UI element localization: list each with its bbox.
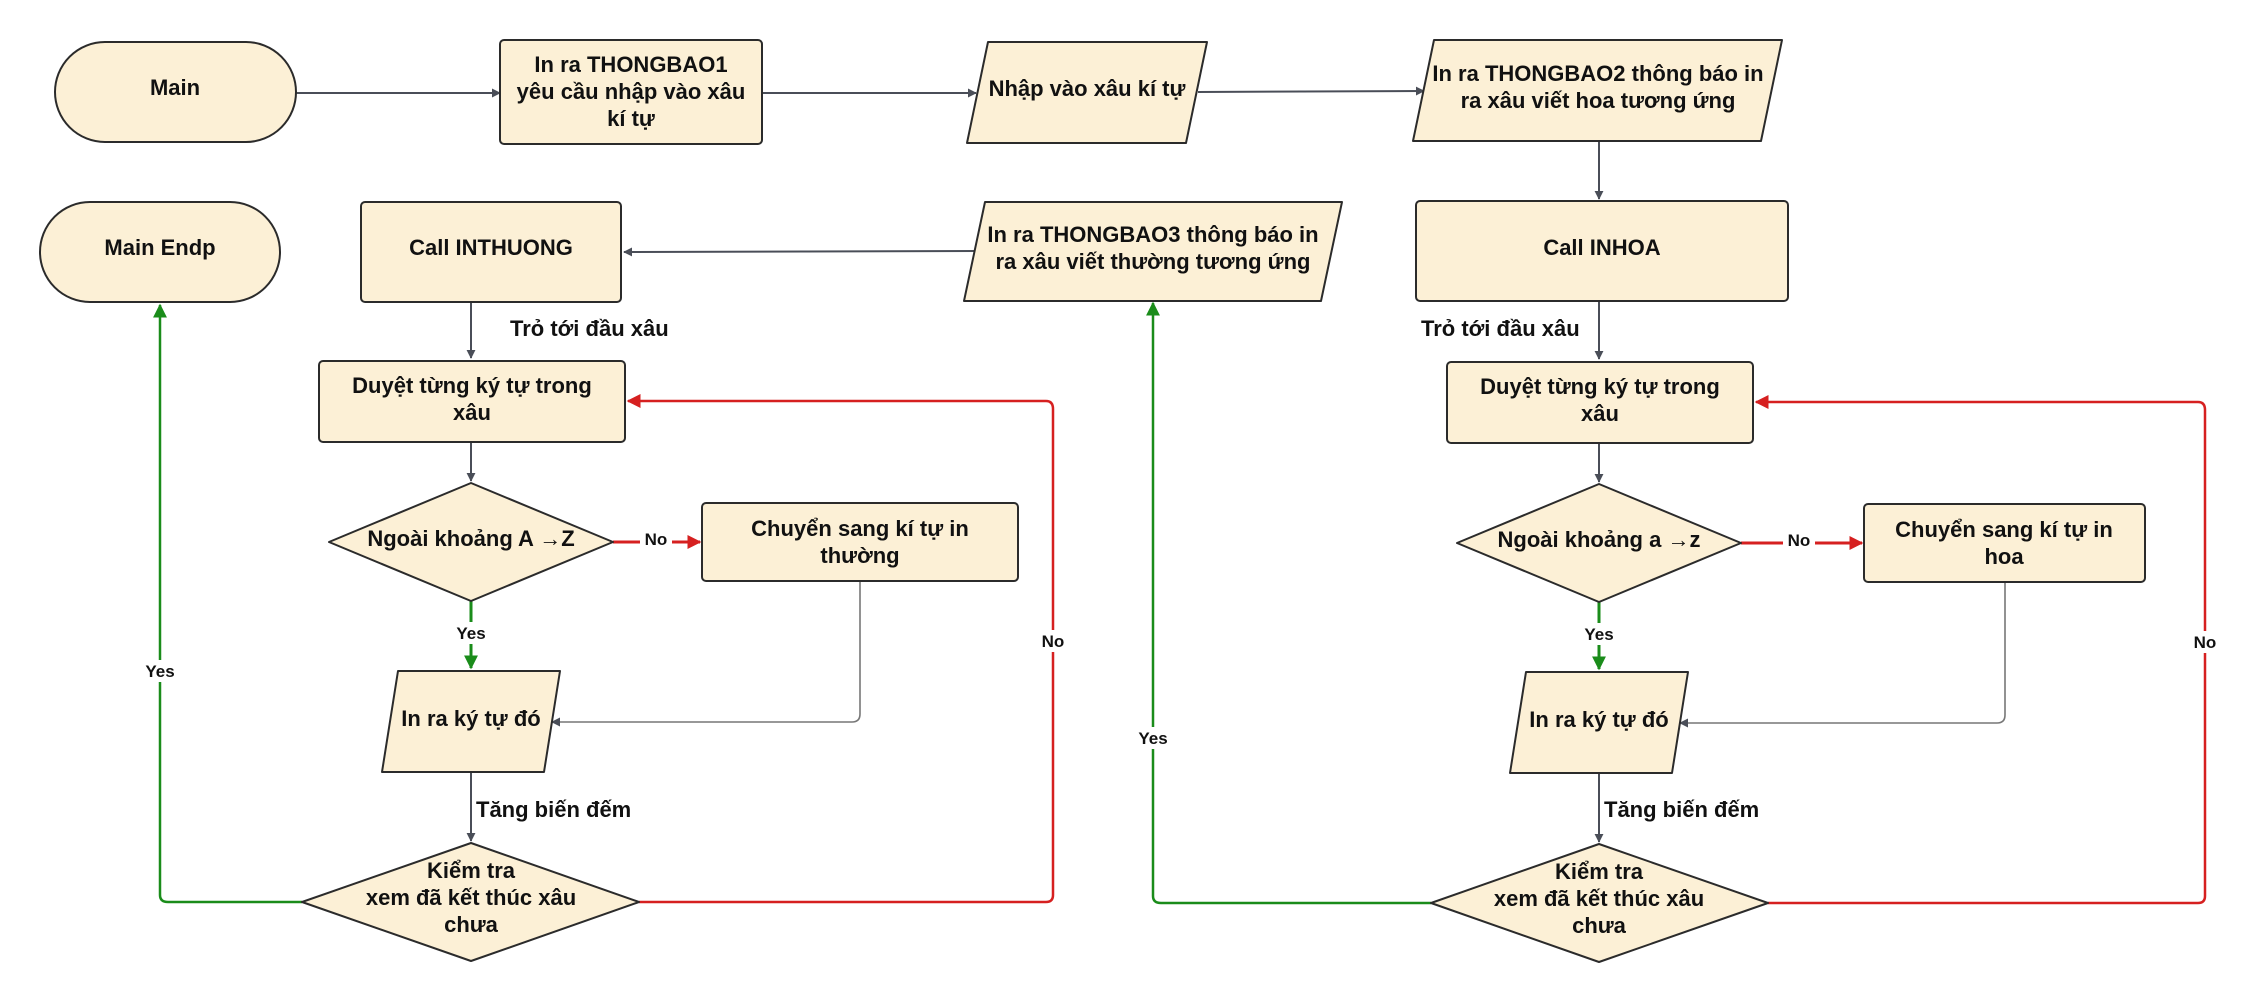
edge-left-end-no-loop	[626, 394, 1055, 904]
node-left-check-label: Ngoài khoảng A →Z	[367, 526, 574, 551]
node-input-label: Nhập vào xâu kí tự	[989, 76, 1186, 101]
node-left-print-label: In ra ký tự đó	[401, 706, 540, 731]
label-left-yes-print-bg	[452, 622, 490, 644]
label-right-yes-exit: Yes	[1138, 729, 1167, 748]
node-main: Main	[54, 41, 297, 143]
node-thongbao3-line-2: ra xâu viết thường tương ứng	[996, 249, 1311, 274]
node-thongbao1-line-3: kí tự	[607, 106, 655, 131]
edge-left-convert-to-print	[551, 581, 861, 727]
node-call-inhoa-shape	[1415, 200, 1789, 302]
label-right-no-loop: No	[2194, 633, 2217, 652]
node-left-loop: Duyệt từng ký tự trong xâu	[318, 360, 626, 443]
edge-right-end-no-loop	[1754, 395, 2207, 905]
node-left-end-shape	[301, 842, 640, 962]
node-left-loop-shape	[318, 360, 626, 443]
node-right-loop-shape	[1446, 361, 1754, 444]
node-thongbao1-line-1: In ra THONGBAO1	[534, 52, 727, 77]
node-right-print: In ra ký tự đó	[1509, 671, 1689, 774]
node-thongbao1: In ra THONGBAO1 yêu cầu nhập vào xâu kí …	[499, 39, 763, 145]
label-left-yes-exit-bg	[141, 660, 179, 682]
label-left-no-convert: No	[645, 530, 668, 549]
node-thongbao1-shape	[499, 39, 763, 145]
node-main-label: Main	[150, 75, 200, 100]
node-thongbao3-shape	[963, 201, 1343, 302]
node-thongbao2-line-2: ra xâu viết hoa tương ứng	[1461, 88, 1736, 113]
label-left-yes-print: Yes	[456, 624, 485, 643]
node-right-convert-line-1: Chuyển sang kí tự in	[1895, 517, 2113, 542]
label-right-no-convert-bg	[1783, 529, 1815, 551]
label-left-yes-exit: Yes	[145, 662, 174, 681]
node-right-print-shape	[1509, 671, 1689, 774]
node-main-endp-shape	[39, 201, 281, 303]
node-thongbao2-line-1: In ra THONGBAO2 thông báo in	[1432, 61, 1763, 86]
node-thongbao3: In ra THONGBAO3 thông báo in ra xâu viết…	[963, 201, 1343, 302]
node-right-end-shape	[1430, 843, 1769, 963]
label-right-yes-print-bg	[1580, 623, 1618, 645]
node-left-convert-shape	[701, 502, 1019, 582]
node-thongbao2-shape	[1412, 39, 1783, 142]
label-right-no-loop-bg	[2189, 631, 2221, 653]
node-right-end: Kiểm tra xem đã kết thúc xâu chưa	[1430, 843, 1769, 963]
node-right-end-line-2: xem đã kết thúc xâu	[1494, 886, 1704, 911]
node-left-convert: Chuyển sang kí tự in thường	[701, 502, 1019, 582]
label-right-yes-exit-bg	[1134, 727, 1172, 749]
node-thongbao3-line-1: In ra THONGBAO3 thông báo in	[987, 222, 1318, 247]
node-right-loop-line-2: xâu	[1581, 401, 1619, 426]
label-left-no-loop-bg	[1037, 630, 1069, 652]
node-main-endp: Main Endp	[39, 201, 281, 303]
node-right-loop: Duyệt từng ký tự trong xâu	[1446, 361, 1754, 444]
node-left-convert-line-2: thường	[820, 543, 899, 568]
node-input-shape	[966, 41, 1208, 144]
node-call-inthuong: Call INTHUONG	[360, 201, 622, 303]
connectors	[153, 86, 2207, 905]
node-right-check-shape	[1456, 483, 1742, 603]
flowchart-nodes: Main In ra THONGBAO1 yêu cầu nhập vào xâ…	[39, 39, 2146, 963]
node-left-end-line-3: chưa	[444, 912, 499, 937]
label-left-point: Trỏ tới đầu xâu	[510, 316, 669, 341]
node-right-check-label: Ngoài khoảng a →z	[1498, 527, 1701, 552]
node-left-end: Kiểm tra xem đã kết thúc xâu chưa	[301, 842, 640, 962]
node-right-check: Ngoài khoảng a →z	[1456, 483, 1742, 603]
edge-right-convert-to-print	[1679, 582, 2006, 728]
edge-thongbao3-to-call-inthuong	[623, 247, 978, 257]
label-right-inc: Tăng biến đếm	[1604, 797, 1759, 822]
label-right-point: Trỏ tới đầu xâu	[1421, 316, 1580, 341]
node-thongbao1-line-2: yêu cầu nhập vào xâu	[517, 79, 746, 104]
node-right-convert-shape	[1863, 503, 2146, 583]
node-right-end-line-1: Kiểm tra	[1555, 859, 1644, 884]
edge-left-end-yes-exit	[153, 303, 302, 904]
label-right-yes-print: Yes	[1584, 625, 1613, 644]
connector-labels: Trỏ tới đầu xâu Trỏ tới đầu xâu Tăng biế…	[141, 316, 2221, 822]
node-left-loop-line-1: Duyệt từng ký tự trong	[352, 373, 592, 398]
node-right-end-line-3: chưa	[1572, 913, 1627, 938]
node-left-print: In ra ký tự đó	[381, 670, 561, 773]
node-left-check-shape	[328, 482, 614, 602]
node-left-check: Ngoài khoảng A →Z	[328, 482, 614, 602]
node-right-print-label: In ra ký tự đó	[1529, 707, 1668, 732]
node-left-convert-line-1: Chuyển sang kí tự in	[751, 516, 969, 541]
node-left-end-line-1: Kiểm tra	[427, 858, 516, 883]
label-left-inc: Tăng biến đếm	[476, 797, 631, 822]
node-main-endp-label: Main Endp	[104, 235, 215, 260]
node-call-inhoa-label: Call INHOA	[1543, 235, 1660, 260]
node-call-inhoa: Call INHOA	[1415, 200, 1789, 302]
node-input: Nhập vào xâu kí tự	[966, 41, 1208, 144]
node-right-convert-line-2: hoa	[1984, 544, 2024, 569]
node-call-inthuong-label: Call INTHUONG	[409, 235, 573, 260]
label-left-no-loop: No	[1042, 632, 1065, 651]
edge-right-end-yes-exit	[1146, 301, 1431, 905]
label-right-no-convert: No	[1788, 531, 1811, 550]
node-left-end-line-2: xem đã kết thúc xâu	[366, 885, 576, 910]
node-right-convert: Chuyển sang kí tự in hoa	[1863, 503, 2146, 583]
node-thongbao2: In ra THONGBAO2 thông báo in ra xâu viết…	[1412, 39, 1783, 142]
node-right-loop-line-1: Duyệt từng ký tự trong	[1480, 374, 1720, 399]
node-call-inthuong-shape	[360, 201, 622, 303]
edge-input-to-thongbao2	[1197, 86, 1425, 96]
node-left-loop-line-2: xâu	[453, 400, 491, 425]
node-main-shape	[54, 41, 297, 143]
node-left-print-shape	[381, 670, 561, 773]
label-left-no-convert-bg	[640, 528, 672, 550]
